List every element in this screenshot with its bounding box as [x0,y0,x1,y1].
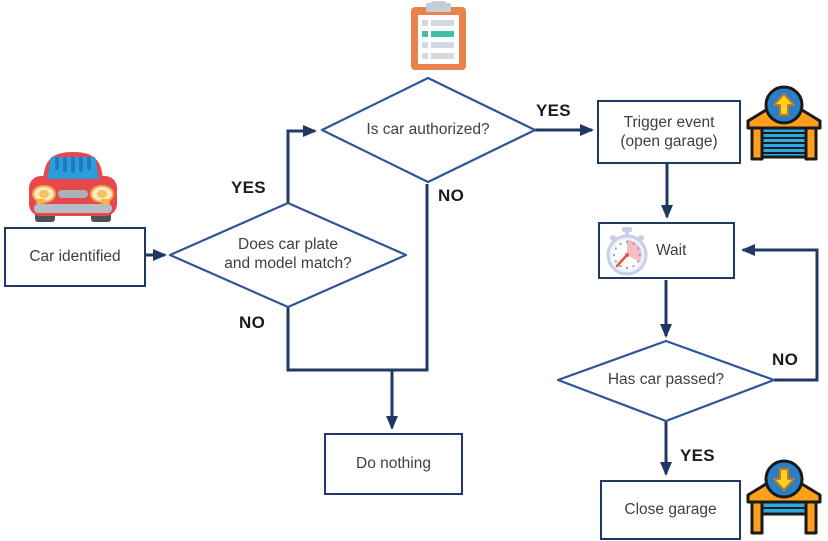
label-plate-no: NO [239,313,266,332]
node-trigger-event-line1: Trigger event [623,113,715,131]
node-wait: Wait [598,222,735,279]
label-authorized-no: NO [438,186,465,205]
edge-no-merge [286,184,429,372]
node-close-garage-label: Close garage [624,501,717,519]
label-authorized-yes: YES [536,101,571,120]
node-car-identified: Car identified [4,227,146,287]
decision-car-passed [556,339,776,423]
garage-close-icon [746,459,822,535]
stopwatch-icon [606,226,648,275]
car-icon [29,152,117,222]
node-trigger-event: Trigger event (open garage) [597,100,741,164]
label-passed-no: NO [772,350,799,369]
garage-open-icon [746,85,822,161]
decision-car-authorized [320,76,537,184]
edge-passed-no-loop [741,244,819,382]
edge-plate-yes [286,125,317,205]
node-do-nothing-label: Do nothing [356,455,431,473]
checklist-clipboard-icon [411,1,466,70]
label-passed-yes: YES [680,446,715,465]
node-do-nothing: Do nothing [324,433,463,495]
node-close-garage: Close garage [600,480,741,540]
node-car-identified-label: Car identified [29,248,121,266]
node-trigger-event-line2: (open garage) [620,133,718,150]
decision-plate-match [168,201,408,309]
node-wait-label: Wait [656,241,687,259]
label-plate-yes: YES [231,178,266,197]
